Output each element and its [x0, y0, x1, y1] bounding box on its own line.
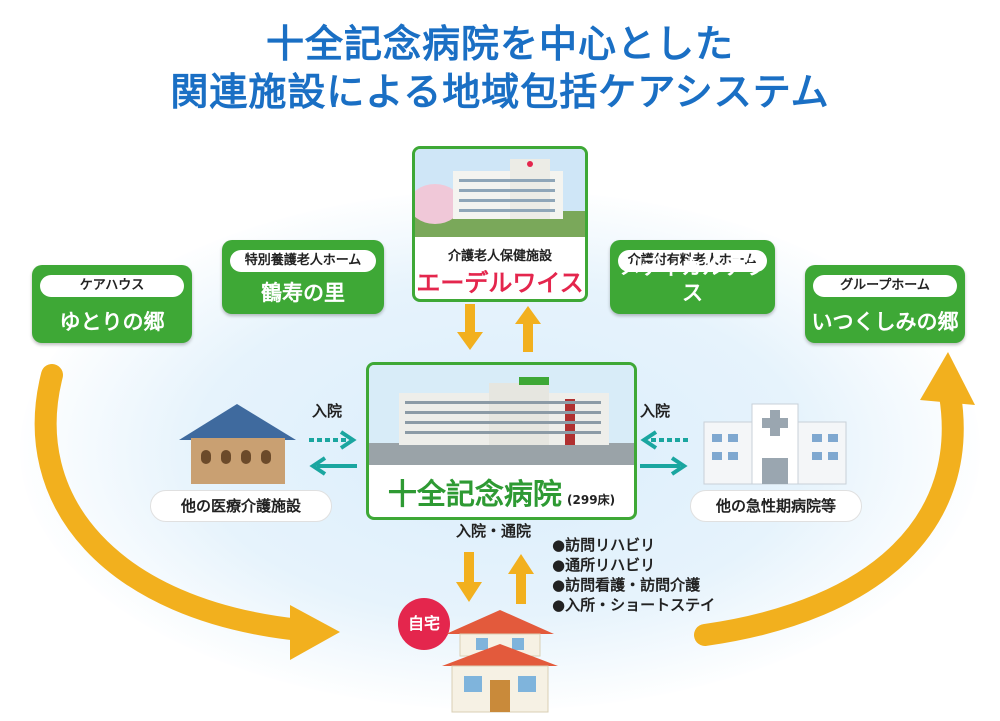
rouken-type: 介護老人保健施設	[447, 249, 552, 264]
rouken-building-photo	[415, 149, 585, 237]
left-cycle-arrowhead	[290, 605, 340, 660]
tokuyou-card[interactable]: 特別養護老人ホーム 鶴寿の里	[222, 240, 384, 314]
hospital-label: 十全記念病院 (299床)	[369, 471, 634, 513]
up-arrow-head	[515, 306, 541, 324]
right-pointing-arrowhead	[339, 430, 357, 450]
hospital-building-photo	[369, 365, 634, 465]
title-line-1: 十全記念病院を中心とした	[265, 22, 734, 66]
yuryou-card[interactable]: 介護付有料老人ホーム メディカルテラス	[610, 240, 775, 314]
service-item: ●訪問リハビリ	[552, 536, 656, 554]
grouphome-name: いつくしみの郷	[811, 310, 959, 334]
left-pointing-arrowhead	[640, 430, 658, 450]
home-badge: 自宅	[398, 598, 450, 650]
hospital-name: 十全記念病院	[387, 477, 562, 511]
grouphome-type: グループホーム	[813, 275, 957, 297]
left-cycle-arrow	[34, 364, 311, 641]
right-exchange-arrows	[640, 430, 688, 476]
down-arrow-shaft	[465, 304, 475, 334]
bottom-admission-label: 入院・通院	[456, 522, 532, 540]
acute-hospital-icon	[703, 403, 847, 485]
rouken-card[interactable]: 介護老人保健施設 エーデルワイス	[412, 146, 588, 302]
title-line-2: 関連施設による地域包括ケアシステム	[170, 70, 830, 114]
grouphome-card[interactable]: グループホーム いつくしみの郷	[805, 265, 965, 343]
up-arrow-shaft	[516, 572, 526, 604]
service-item: ●入所・ショートステイ	[552, 596, 716, 614]
other-facility-caption: 他の医療介護施設	[150, 490, 332, 522]
carehouse-card[interactable]: ケアハウス ゆとりの郷	[32, 265, 192, 343]
up-arrow-shaft	[523, 322, 533, 352]
yuryou-type: 介護付有料老人ホーム	[618, 250, 767, 272]
carehouse-type: ケアハウス	[40, 275, 184, 297]
hospital-beds: (299床)	[567, 493, 616, 507]
service-item: ●通所リハビリ	[552, 556, 656, 574]
service-item: ●訪問看護・訪問介護	[552, 576, 701, 594]
right-pointing-arrowhead	[670, 456, 688, 476]
other-facility-icon	[179, 404, 296, 484]
down-arrow-head	[456, 582, 482, 602]
home-house-icon	[442, 610, 558, 713]
down-arrow-head	[457, 332, 483, 350]
acute-hospital-caption: 他の急性期病院等	[690, 490, 862, 522]
down-arrow-shaft	[464, 552, 474, 584]
rouken-exchange-arrows	[457, 304, 541, 352]
home-exchange-arrows	[456, 552, 534, 604]
tokuyou-type: 特別養護老人ホーム	[230, 250, 376, 272]
carehouse-name: ゆとりの郷	[59, 310, 165, 334]
left-exchange-arrows	[309, 430, 357, 476]
up-arrow-head	[508, 554, 534, 574]
yuryou-name: メディカルテラス	[619, 255, 766, 305]
services-list: ●訪問リハビリ ●通所リハビリ ●訪問看護・訪問介護 ●入所・ショートステイ	[552, 535, 715, 615]
tokuyou-name: 鶴寿の里	[261, 281, 345, 305]
right-cycle-arrowhead	[920, 352, 975, 405]
hospital-card[interactable]: 十全記念病院 (299床)	[366, 362, 637, 520]
left-admission-label: 入院	[312, 402, 343, 420]
right-cycle-arrow	[694, 384, 964, 646]
left-pointing-arrowhead	[309, 456, 327, 476]
rouken-name: エーデルワイス	[416, 269, 584, 297]
right-admission-label: 入院	[640, 402, 671, 420]
